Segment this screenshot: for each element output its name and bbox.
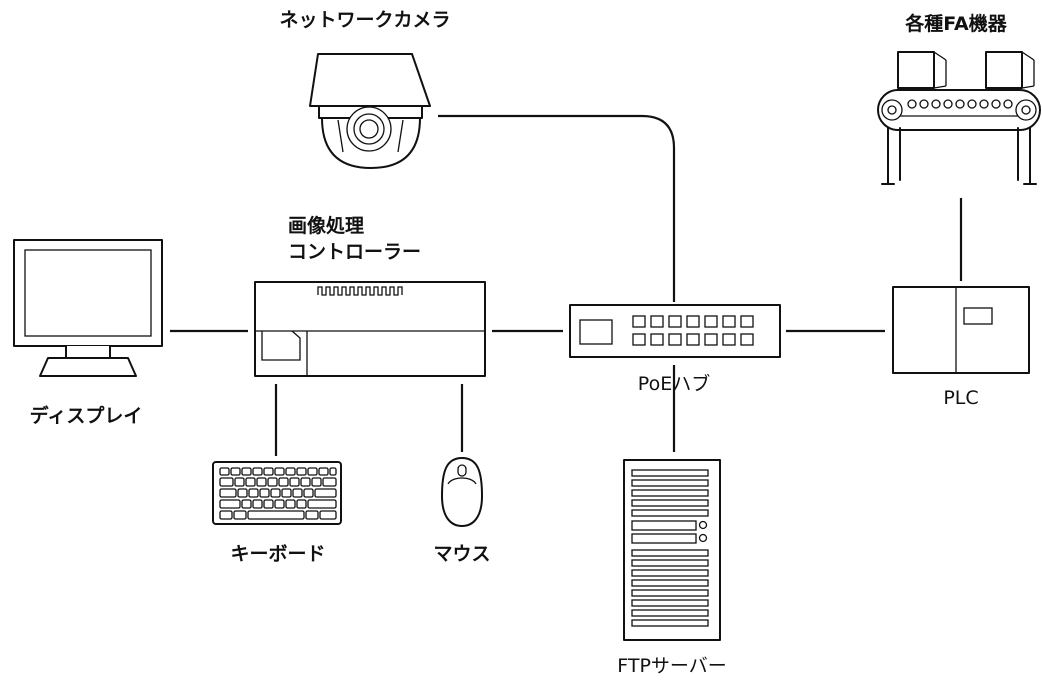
network-switch-icon xyxy=(569,304,781,358)
server-tower-icon xyxy=(623,459,721,641)
poe-hub-label: PoEハブ xyxy=(637,373,711,395)
controller-label-line2: コントローラー xyxy=(288,241,422,263)
connections xyxy=(170,114,963,456)
plc-label: PLC xyxy=(943,387,979,409)
keyboard-label: キーボード xyxy=(230,543,326,565)
mouse-icon xyxy=(441,457,483,527)
link-camera-hub xyxy=(438,114,676,302)
camera-label: ネットワークカメラ xyxy=(279,9,451,31)
conveyor-icon xyxy=(877,51,1041,185)
dome-camera-icon xyxy=(309,53,431,169)
controller-label-line1: 画像処理 xyxy=(288,215,365,237)
keyboard-icon xyxy=(212,461,342,525)
display-label: ディスプレイ xyxy=(29,405,143,427)
plc-cabinet-icon xyxy=(892,286,1030,374)
fa-equipment-label: 各種FA機器 xyxy=(905,13,1007,35)
controller-box-icon xyxy=(254,281,486,377)
ftp-server-label: FTPサーバー xyxy=(617,655,727,677)
mouse-label: マウス xyxy=(433,543,491,565)
monitor-icon xyxy=(13,239,163,377)
